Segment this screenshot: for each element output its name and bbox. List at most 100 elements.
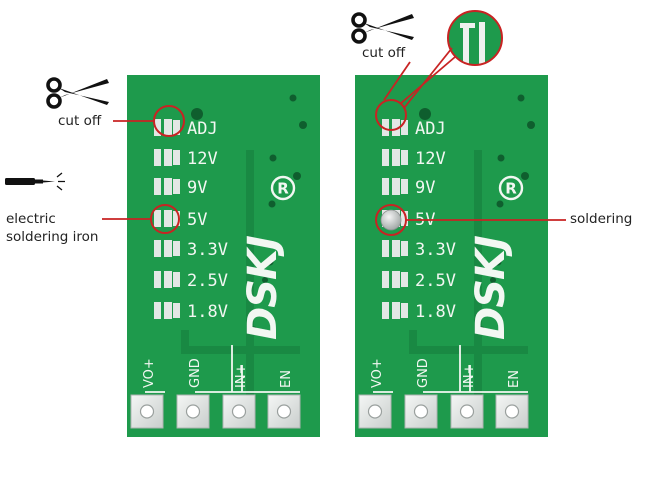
via [496,200,504,208]
soldering-iron-icon [5,172,65,191]
jumper-pad [401,272,408,287]
terminal-pad [130,394,164,429]
terminal-pad [267,394,301,429]
registered-mark-letter: R [277,180,289,198]
jumper-gap [161,240,164,257]
jumper-gap [161,119,164,136]
magnified-pad-right [479,22,485,65]
terminal-pad [495,394,529,429]
terminal-pad [404,394,438,429]
label-cut-off-right: cut off [362,45,406,61]
jumper-pad [173,272,180,287]
silkscreen-lines [145,345,300,393]
jumper-pad [173,303,180,318]
jumper-gap [389,178,392,195]
callout-line-cut-right [383,61,411,101]
jumper-pad [173,120,180,135]
via [478,326,486,334]
jumper-pad-pair [382,240,408,257]
terminal-pad [358,394,392,429]
label-cut-off-left: cut off [58,113,102,129]
jumper-pad-pair [154,178,180,195]
jumper-pad-pair [154,271,180,288]
voltage-label-12v: 12V [415,149,446,169]
voltage-label-2-5v: 2.5V [415,271,456,291]
via [497,154,505,162]
jumper-pad-pair [154,149,180,166]
voltage-label-adj: ADJ [187,119,218,139]
jumper-pad [401,120,408,135]
voltage-label-2-5v: 2.5V [187,271,228,291]
jumper-gap [161,271,164,288]
pin-label-en: EN [507,370,522,388]
mounting-hole [191,108,203,120]
magnified-pad-left [463,28,469,65]
jumper-gap [389,302,392,319]
via [268,200,276,208]
solder-jumper-pads [382,119,408,319]
via [494,258,502,266]
callout-line-magnifier-a [399,56,456,105]
via [517,94,525,102]
jumper-pad-pair [382,302,408,319]
jumper-pad [173,241,180,256]
label-soldering: soldering [570,211,633,227]
label-electric: electric [6,211,56,227]
callout-circle-cut-right [375,99,407,131]
jumper-pad [401,150,408,165]
registered-mark: R [498,175,524,201]
via [293,172,301,180]
jumper-pad-pair [154,302,180,319]
voltage-label-1-8v: 1.8V [415,302,456,322]
callout-line-magnifier-b [403,47,453,109]
jumper-pad-pair [382,178,408,195]
jumper-gap [161,178,164,195]
via [299,121,307,129]
jumper-pad [401,179,408,194]
terminal-pads [358,394,529,429]
terminal-pad [176,394,210,429]
pcb-traces [181,150,300,420]
jumper-gap [389,271,392,288]
jumper-gap [161,302,164,319]
brand-logo: DSKJ [468,235,514,340]
registered-mark-letter: R [505,180,517,198]
voltage-label-5v: 5V [187,210,207,230]
via [262,277,268,283]
jumper-pad-pair [382,271,408,288]
voltage-label-9v: 9V [187,178,207,198]
jumper-pad [401,303,408,318]
label-soldering-iron: soldering iron [6,229,99,245]
via [521,172,529,180]
jumper-gap [161,149,164,166]
magnified-cut-trace [460,23,475,28]
pin-label-vo-plus: VO+ [370,358,385,388]
via [269,154,277,162]
terminal-pads [130,394,301,429]
jumper-gap [161,210,164,227]
via [266,258,274,266]
solder-jumper-pads [154,119,180,319]
jumper-pad-pair [154,210,180,227]
solder-blob [380,209,402,231]
pin-label-gnd: GND [416,358,431,388]
terminal-pad [450,394,484,429]
via [289,94,297,102]
jumper-pad [173,179,180,194]
via [527,121,535,129]
pin-label-gnd: GND [188,358,203,388]
jumper-gap [389,149,392,166]
brand-logo: DSKJ [240,235,286,340]
pin-label-en: EN [279,370,294,388]
scissors-icon [46,77,109,109]
voltage-label-3-3v: 3.3V [187,240,228,260]
callouts [102,47,566,236]
pin-label-in-plus: IN+ [234,364,249,388]
voltage-label-1-8v: 1.8V [187,302,228,322]
scissors-icon [351,12,414,44]
jumper-pad [173,211,180,226]
